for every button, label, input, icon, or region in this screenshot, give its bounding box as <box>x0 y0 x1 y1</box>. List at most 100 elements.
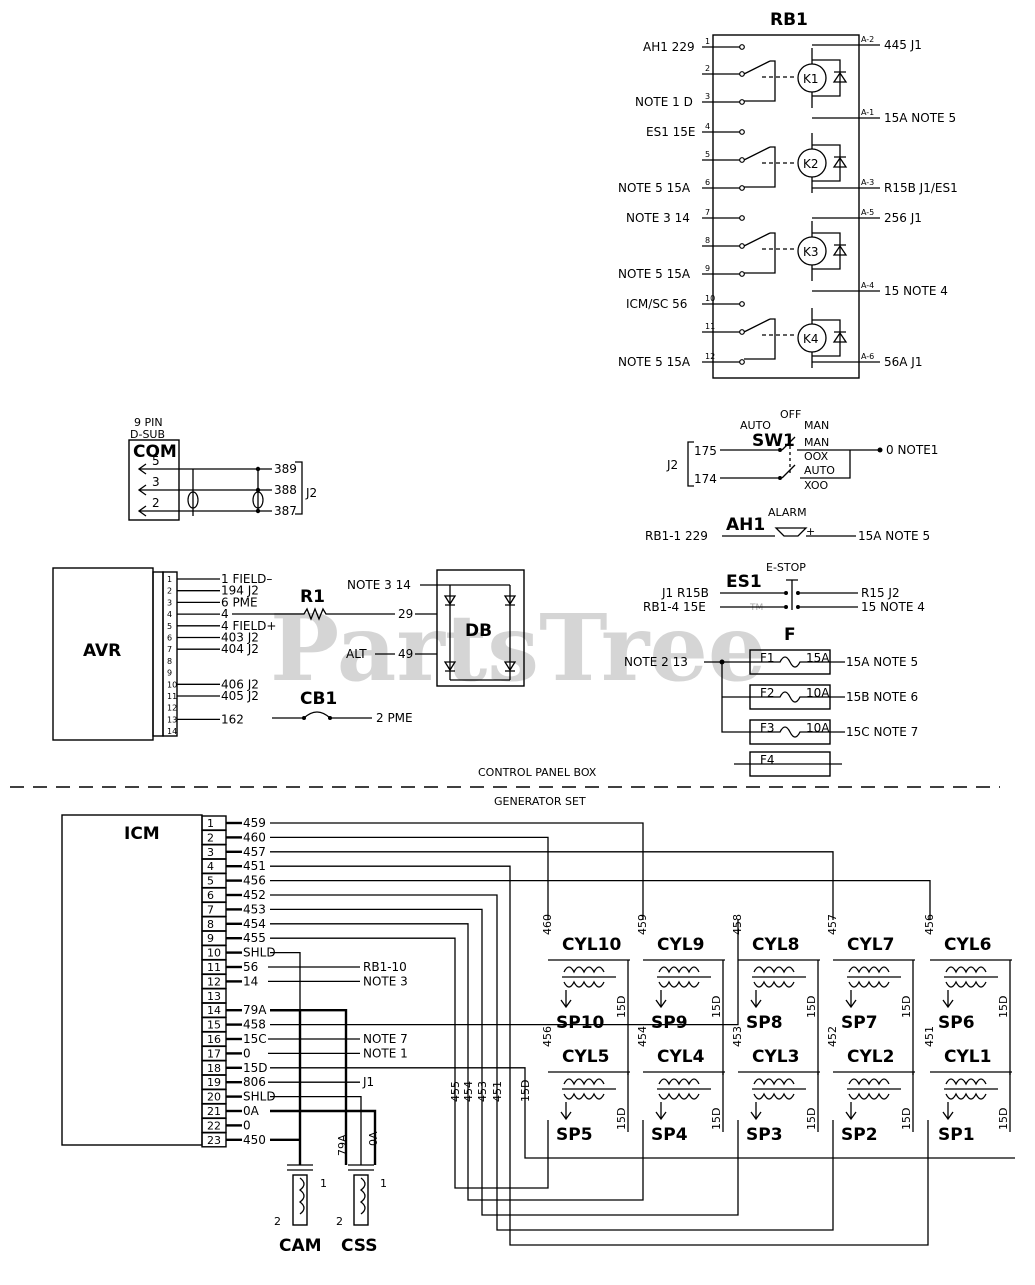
fuse-rating: 15A <box>806 651 830 665</box>
sw1-man-label: MAN <box>804 419 829 432</box>
icm-ext-label: NOTE 1 <box>363 1046 408 1060</box>
icm-wire-label: 457 <box>243 845 266 859</box>
diode-bars <box>445 604 515 672</box>
avr-pin-label: 406 J2 <box>221 677 259 691</box>
icm-pin-number: 10 <box>207 947 221 960</box>
common-wire-label: 15D <box>900 1108 913 1130</box>
sw1-out-node <box>877 447 883 453</box>
icm-pin-number: 23 <box>207 1134 221 1147</box>
diode-icon <box>832 244 848 256</box>
com-pin-number: 3 <box>152 475 160 489</box>
avr-pin-number: 2 <box>167 587 172 596</box>
icm-wire-label: 451 <box>243 859 266 873</box>
icm-route <box>270 836 549 920</box>
icm-pin-number: 13 <box>207 990 221 1003</box>
rb1-right-pin: A-3 <box>861 178 874 187</box>
com-wire-label: 387 <box>274 504 297 518</box>
rb1-switch-blade <box>743 318 771 333</box>
com-pin-number: 2 <box>152 496 160 510</box>
rb1-pin-contact <box>739 359 745 365</box>
fuse-name: F1 <box>760 651 775 665</box>
com-bracket <box>295 461 303 515</box>
db-wire-49: 49 <box>398 647 413 661</box>
rb1-left-label: ES1 15E <box>646 125 696 139</box>
rb1-pin-contact <box>739 99 745 105</box>
icm-pin-number: 18 <box>207 1062 221 1075</box>
cylinder-label: CYL7 <box>847 935 894 955</box>
icm-route <box>270 822 644 920</box>
css-body <box>353 1174 369 1226</box>
db-input-1: NOTE 3 14 <box>347 578 411 592</box>
icm-route <box>270 879 931 920</box>
icm-route <box>270 894 834 1231</box>
es1-right-1: R15 J2 <box>861 586 900 600</box>
com-shield-wire <box>192 469 259 516</box>
com-shield <box>187 491 199 509</box>
cylinder-wire-label: 451 <box>923 1026 936 1047</box>
rb1-pin-contact <box>739 271 745 277</box>
cam-pin-2: 2 <box>274 1215 281 1228</box>
spark-plug-icon <box>655 990 667 1009</box>
css-feed <box>270 1109 377 1165</box>
com-connector-label: J2 <box>305 486 317 500</box>
ah1-left-label: RB1-1 229 <box>645 529 708 543</box>
rb1-right-label: R15B J1/ES1 <box>884 181 958 195</box>
fuse-name: F4 <box>760 753 775 767</box>
com-shield <box>252 491 264 509</box>
cb1-contact <box>302 716 306 720</box>
icm-pin-number: 9 <box>207 932 214 945</box>
coil-icon <box>753 1092 795 1100</box>
resistor-icon <box>232 607 395 621</box>
cylinder-label: CYL9 <box>657 935 704 955</box>
speaker-icon <box>774 527 808 537</box>
icm-terminal <box>201 901 227 918</box>
es1-estop-label: E-STOP <box>766 561 806 574</box>
db-title: DB <box>465 621 492 641</box>
spark-plug-icon <box>750 1102 762 1121</box>
db-input-2: ALT <box>346 647 367 661</box>
relay-diode-loop <box>812 144 841 182</box>
rb1-switch-blade <box>743 60 771 75</box>
avr-pin-label: 405 J2 <box>221 689 259 703</box>
rb1-pin-number: 5 <box>705 150 710 159</box>
cam-wire-label: 79A <box>336 1134 349 1156</box>
coil-icon <box>563 1078 605 1086</box>
rb1-right-pin: A-2 <box>861 35 874 44</box>
rb1-left-label: NOTE 5 15A <box>618 355 691 369</box>
icm-ext-label: J1 <box>362 1075 374 1089</box>
sw1-switch: SW1 AUTO OFF MAN MAN OOX AUTO XOO J2 175… <box>666 408 938 492</box>
es1-contact <box>796 591 800 595</box>
icm-wire-label: 459 <box>243 816 266 830</box>
rb1-pin-number: 2 <box>705 64 710 73</box>
icm-wire-label: 0 <box>243 1118 251 1132</box>
icm-wire-label: 0A <box>243 1104 260 1118</box>
db-wire-29: 29 <box>398 607 413 621</box>
cylinder-wire-label: 454 <box>636 1026 649 1047</box>
sw1-contact <box>778 448 782 452</box>
cam-pin-1: 1 <box>320 1177 327 1190</box>
rb1-left-label: NOTE 3 14 <box>626 211 690 225</box>
watermark-tm: TM <box>749 603 763 613</box>
coil-icon <box>753 980 795 988</box>
relay-diode-loop <box>812 232 841 270</box>
common-wire-label: 15D <box>805 996 818 1018</box>
db-diode-bridge: DB NOTE 3 14 ALT 49 <box>346 569 525 687</box>
icm-pin-number: 20 <box>207 1091 221 1104</box>
icm-routing-wires <box>270 822 1015 1246</box>
icm-pin-number: 7 <box>207 903 214 916</box>
rb1-right-pin: A-5 <box>861 208 874 217</box>
coil-icon <box>848 1078 890 1086</box>
avr-title: AVR <box>83 641 121 661</box>
cb1-output: 2 PME <box>376 711 413 725</box>
icm-route <box>270 851 834 920</box>
bus-wire-label: 451 <box>491 1081 504 1102</box>
cylinder-wire-label: 456 <box>541 1026 554 1047</box>
rb1-pin-contact <box>739 44 745 50</box>
breaker-icon <box>303 711 331 719</box>
spark-plug-label: SP2 <box>841 1125 878 1145</box>
